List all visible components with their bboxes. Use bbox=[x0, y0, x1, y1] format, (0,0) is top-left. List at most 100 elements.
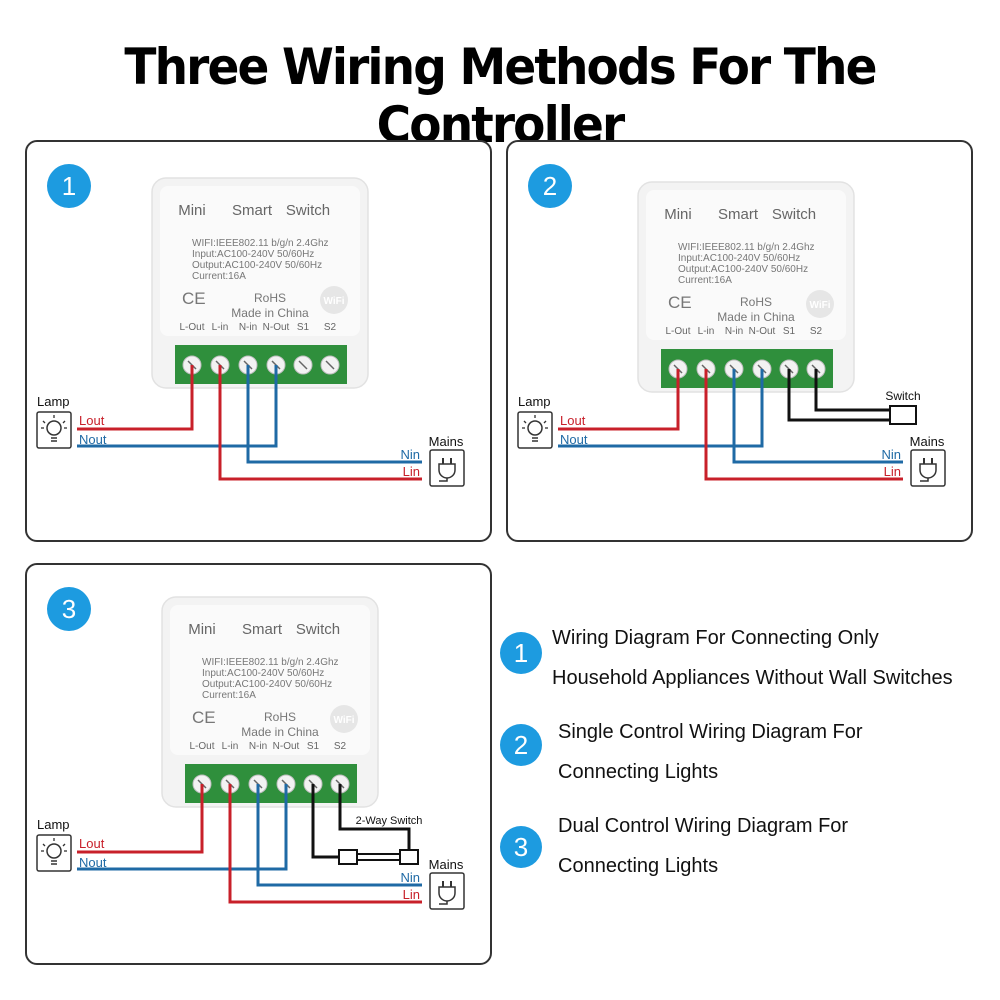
nout-label: Nout bbox=[79, 432, 107, 447]
lamp-label: Lamp bbox=[37, 394, 70, 409]
wifi-icon bbox=[806, 290, 834, 318]
ce-mark: CE bbox=[192, 708, 216, 727]
terminal-label: N-Out bbox=[263, 322, 290, 333]
nin-label: Nin bbox=[881, 447, 901, 462]
device-spec-current: Current:16A bbox=[202, 690, 256, 701]
terminal-block bbox=[185, 764, 357, 803]
device-spec-current: Current:16A bbox=[678, 275, 732, 286]
mains-label: Mains bbox=[910, 434, 945, 449]
mains-label: Mains bbox=[429, 857, 464, 872]
switch-label: Switch bbox=[885, 389, 920, 403]
nin-wire bbox=[256, 784, 422, 887]
device-spec-input: Input:AC100-240V 50/60Hz bbox=[678, 253, 800, 264]
lout-label: Lout bbox=[79, 413, 105, 428]
legend-line-1: Dual Control Wiring Diagram For bbox=[558, 815, 849, 837]
rohs-mark: RoHS bbox=[740, 295, 772, 309]
bulb-icon bbox=[527, 420, 543, 436]
bulb-ray bbox=[42, 843, 46, 847]
device-label-switch: Switch bbox=[296, 621, 340, 638]
bulb-ray bbox=[62, 843, 66, 847]
nin-wire bbox=[246, 365, 422, 464]
terminal-label: S2 bbox=[810, 326, 823, 337]
lin-label: Lin bbox=[403, 887, 420, 902]
plug-cord bbox=[439, 901, 448, 905]
rohs-mark: RoHS bbox=[254, 291, 286, 305]
lamp-icon bbox=[36, 411, 72, 449]
lamp-label: Lamp bbox=[518, 394, 551, 409]
panel-number: 2 bbox=[543, 171, 557, 201]
legend-line-2: Connecting Lights bbox=[558, 855, 719, 877]
plug-icon bbox=[429, 872, 465, 910]
terminal-label: N-in bbox=[725, 326, 743, 337]
legend-item-3: 3 Dual Control Wiring Diagram For Connec… bbox=[500, 806, 995, 896]
terminal-label: S1 bbox=[297, 322, 310, 333]
plug-body bbox=[438, 886, 456, 902]
bulb-ray bbox=[523, 420, 527, 424]
terminal-block bbox=[661, 349, 833, 388]
lin-label: Lin bbox=[884, 464, 901, 479]
made-in-china: Made in China bbox=[241, 725, 319, 739]
device-label-switch: Switch bbox=[286, 202, 330, 219]
device-label-smart: Smart bbox=[232, 202, 273, 219]
nout-wire bbox=[558, 369, 764, 448]
panel-number-badge bbox=[47, 164, 91, 208]
bulb-ray bbox=[42, 420, 46, 424]
panel-number: 3 bbox=[62, 594, 76, 624]
legend-line-1: Single Control Wiring Diagram For bbox=[558, 721, 863, 743]
terminal-block bbox=[175, 345, 347, 384]
legend-line-2: Connecting Lights bbox=[558, 761, 719, 783]
mains-label: Mains bbox=[429, 434, 464, 449]
lout-wire bbox=[77, 784, 204, 854]
panel-number-badge bbox=[528, 164, 572, 208]
legend-number-badge: 2 bbox=[500, 724, 542, 766]
device-spec-input: Input:AC100-240V 50/60Hz bbox=[202, 668, 324, 679]
nout-wire bbox=[77, 784, 288, 871]
two-way-switch-2 bbox=[399, 849, 419, 865]
nout-wire bbox=[77, 365, 278, 448]
wall-switch bbox=[889, 405, 917, 425]
device-label-mini: Mini bbox=[188, 621, 216, 638]
device-label-smart: Smart bbox=[242, 621, 283, 638]
legend-item-1: 1 Wiring Diagram For Connecting Only Hou… bbox=[500, 618, 995, 718]
device-spec-input: Input:AC100-240V 50/60Hz bbox=[192, 249, 314, 260]
wifi-icon-label: WiFi bbox=[323, 296, 344, 307]
lout-label: Lout bbox=[560, 413, 586, 428]
lamp-icon bbox=[36, 834, 72, 872]
device-label-smart: Smart bbox=[718, 206, 759, 223]
device-label-mini: Mini bbox=[664, 206, 692, 223]
terminal-label: N-Out bbox=[273, 741, 300, 752]
device-face bbox=[170, 605, 370, 755]
plug-body bbox=[919, 463, 937, 479]
panel-number-badge bbox=[47, 587, 91, 631]
nout-label: Nout bbox=[79, 855, 107, 870]
terminal-label: L-in bbox=[212, 322, 229, 333]
s1-wire bbox=[311, 784, 347, 859]
plug-body bbox=[438, 463, 456, 479]
screw-slot bbox=[325, 360, 335, 370]
device-label-mini: Mini bbox=[178, 202, 206, 219]
legend-number-badge: 1 bbox=[500, 632, 542, 674]
device-spec-output: Output:AC100-240V 50/60Hz bbox=[192, 260, 322, 271]
device-face bbox=[160, 186, 360, 336]
wifi-icon-label: WiFi bbox=[809, 300, 830, 311]
plug-icon bbox=[429, 449, 465, 487]
wifi-icon-label: WiFi bbox=[333, 715, 354, 726]
wifi-icon bbox=[330, 705, 358, 733]
wifi-icon bbox=[320, 286, 348, 314]
bulb-icon bbox=[46, 843, 62, 859]
ce-mark: CE bbox=[668, 293, 692, 312]
switch-label: 2-Way Switch bbox=[356, 815, 423, 827]
lin-wire bbox=[704, 369, 903, 481]
nin-wire bbox=[732, 369, 903, 464]
legend-item-2: 2 Single Control Wiring Diagram For Conn… bbox=[500, 712, 995, 802]
legend-line-2: Household Appliances Without Wall Switch… bbox=[552, 667, 953, 689]
lin-wire bbox=[228, 784, 422, 904]
s2-wire bbox=[814, 369, 890, 412]
lout-wire bbox=[558, 369, 680, 431]
device-spec-wifi: WIFI:IEEE802.11 b/g/n 2.4Ghz bbox=[192, 238, 329, 249]
device-face bbox=[646, 190, 846, 340]
terminal-label: N-in bbox=[249, 741, 267, 752]
